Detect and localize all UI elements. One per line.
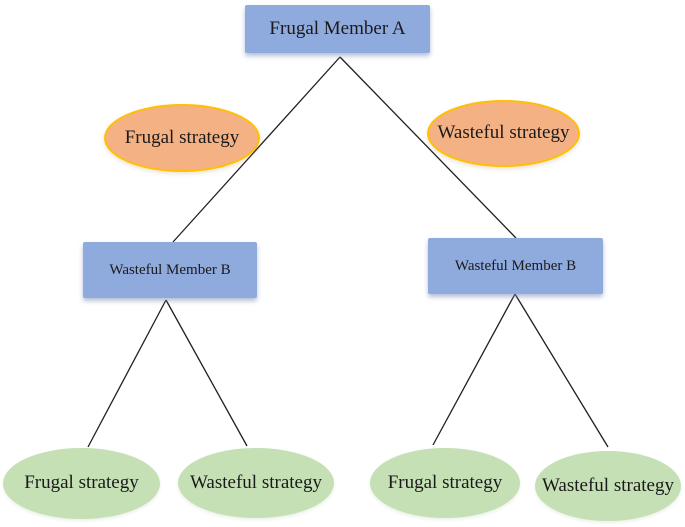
node-wasteful-member-b-left: Wasteful Member B	[83, 242, 257, 298]
edge-b-left-to-leaf-2	[165, 299, 248, 447]
node-leaf-frugal-strategy-left: Frugal strategy	[3, 448, 160, 519]
node-label: Wasteful strategy	[190, 471, 322, 493]
node-label: Wasteful Member B	[109, 261, 231, 278]
edge-root-to-member-b-left	[172, 56, 341, 243]
node-label: Frugal strategy	[387, 471, 503, 493]
node-branch-frugal-strategy: Frugal strategy	[104, 104, 260, 172]
edge-b-left-to-leaf-1	[87, 299, 167, 448]
edge-b-right-to-leaf-3	[432, 293, 516, 446]
node-label: Wasteful Member B	[454, 257, 577, 274]
node-frugal-member-a: Frugal Member A	[245, 5, 430, 53]
node-branch-wasteful-strategy: Wasteful strategy	[427, 100, 580, 167]
node-label: Wasteful strategy	[542, 474, 674, 496]
edge-b-right-to-leaf-4	[514, 293, 609, 448]
node-leaf-wasteful-strategy-left: Wasteful strategy	[178, 448, 334, 518]
node-label: Frugal strategy	[24, 472, 139, 494]
node-label: Frugal strategy	[124, 126, 240, 148]
node-leaf-wasteful-strategy-right: Wasteful strategy	[535, 451, 681, 521]
node-leaf-frugal-strategy-right: Frugal strategy	[370, 448, 520, 518]
node-wasteful-member-b-right: Wasteful Member B	[428, 238, 603, 294]
edge-root-to-member-b-right	[339, 56, 517, 239]
node-label: Wasteful strategy	[437, 122, 570, 144]
node-label: Frugal Member A	[269, 17, 406, 39]
